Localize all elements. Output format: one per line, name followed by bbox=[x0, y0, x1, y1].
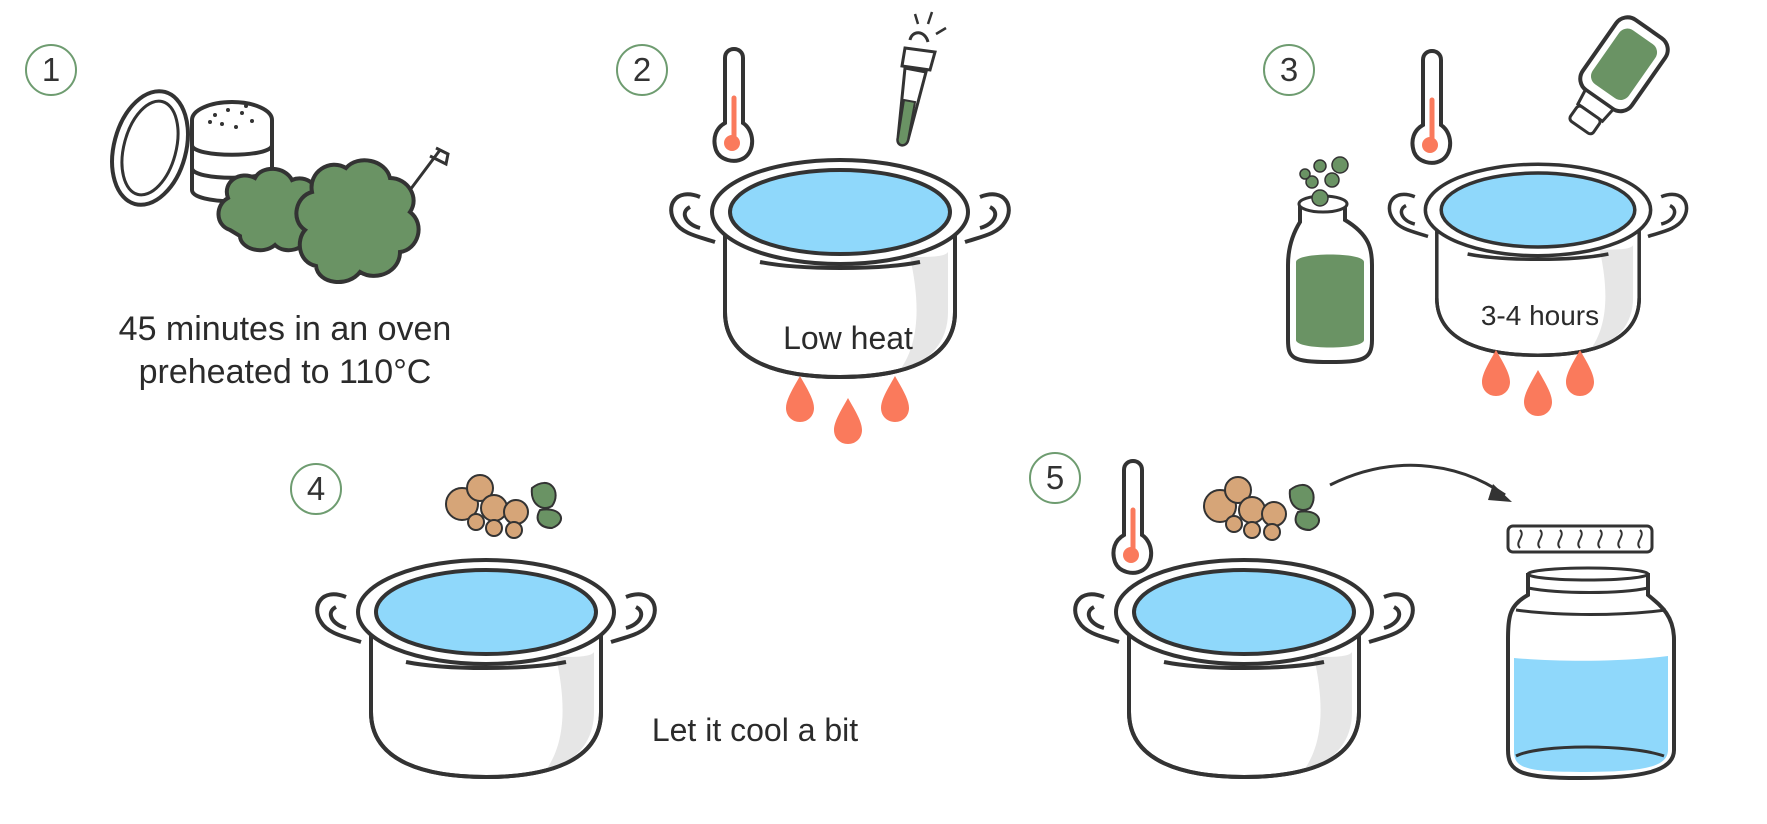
dropper-icon bbox=[896, 11, 947, 147]
flame-icon bbox=[881, 376, 909, 422]
thermometer-icon bbox=[1412, 51, 1450, 163]
caption-line: 45 minutes in an oven bbox=[118, 310, 452, 348]
step-number-badge: 4 bbox=[290, 463, 342, 515]
step-1-caption: 45 minutes in an oven preheated to 110°C bbox=[100, 308, 470, 393]
step-4-caption: Let it cool a bit bbox=[651, 712, 859, 748]
pot-icon bbox=[1073, 558, 1415, 779]
caption-line: preheated to 110°C bbox=[138, 352, 432, 391]
herb-bud-icon bbox=[216, 146, 450, 285]
step-number-badge: 2 bbox=[616, 44, 668, 96]
step-2-caption: Low heat bbox=[783, 320, 913, 356]
step-number-badge: 5 bbox=[1029, 452, 1081, 504]
oil-bottle-icon bbox=[1568, 15, 1670, 136]
step-3-caption: 3-4 hours bbox=[1480, 300, 1600, 331]
pot-icon bbox=[315, 558, 657, 779]
step-number-badge: 3 bbox=[1263, 44, 1315, 96]
flame-icon bbox=[1482, 350, 1510, 396]
flame-icon bbox=[1524, 370, 1552, 416]
nuts-icon bbox=[445, 474, 563, 539]
arrow-icon bbox=[1329, 463, 1512, 502]
flame-icon bbox=[1566, 350, 1594, 396]
jar-icon bbox=[1506, 524, 1676, 781]
flame-icon bbox=[834, 398, 862, 444]
step-number-badge: 1 bbox=[25, 44, 77, 96]
thermometer-icon bbox=[714, 49, 752, 161]
thermometer-icon bbox=[1113, 461, 1151, 573]
nuts-icon bbox=[1203, 476, 1321, 541]
flame-icon bbox=[786, 376, 814, 422]
oil-bottle-icon bbox=[1286, 156, 1374, 365]
